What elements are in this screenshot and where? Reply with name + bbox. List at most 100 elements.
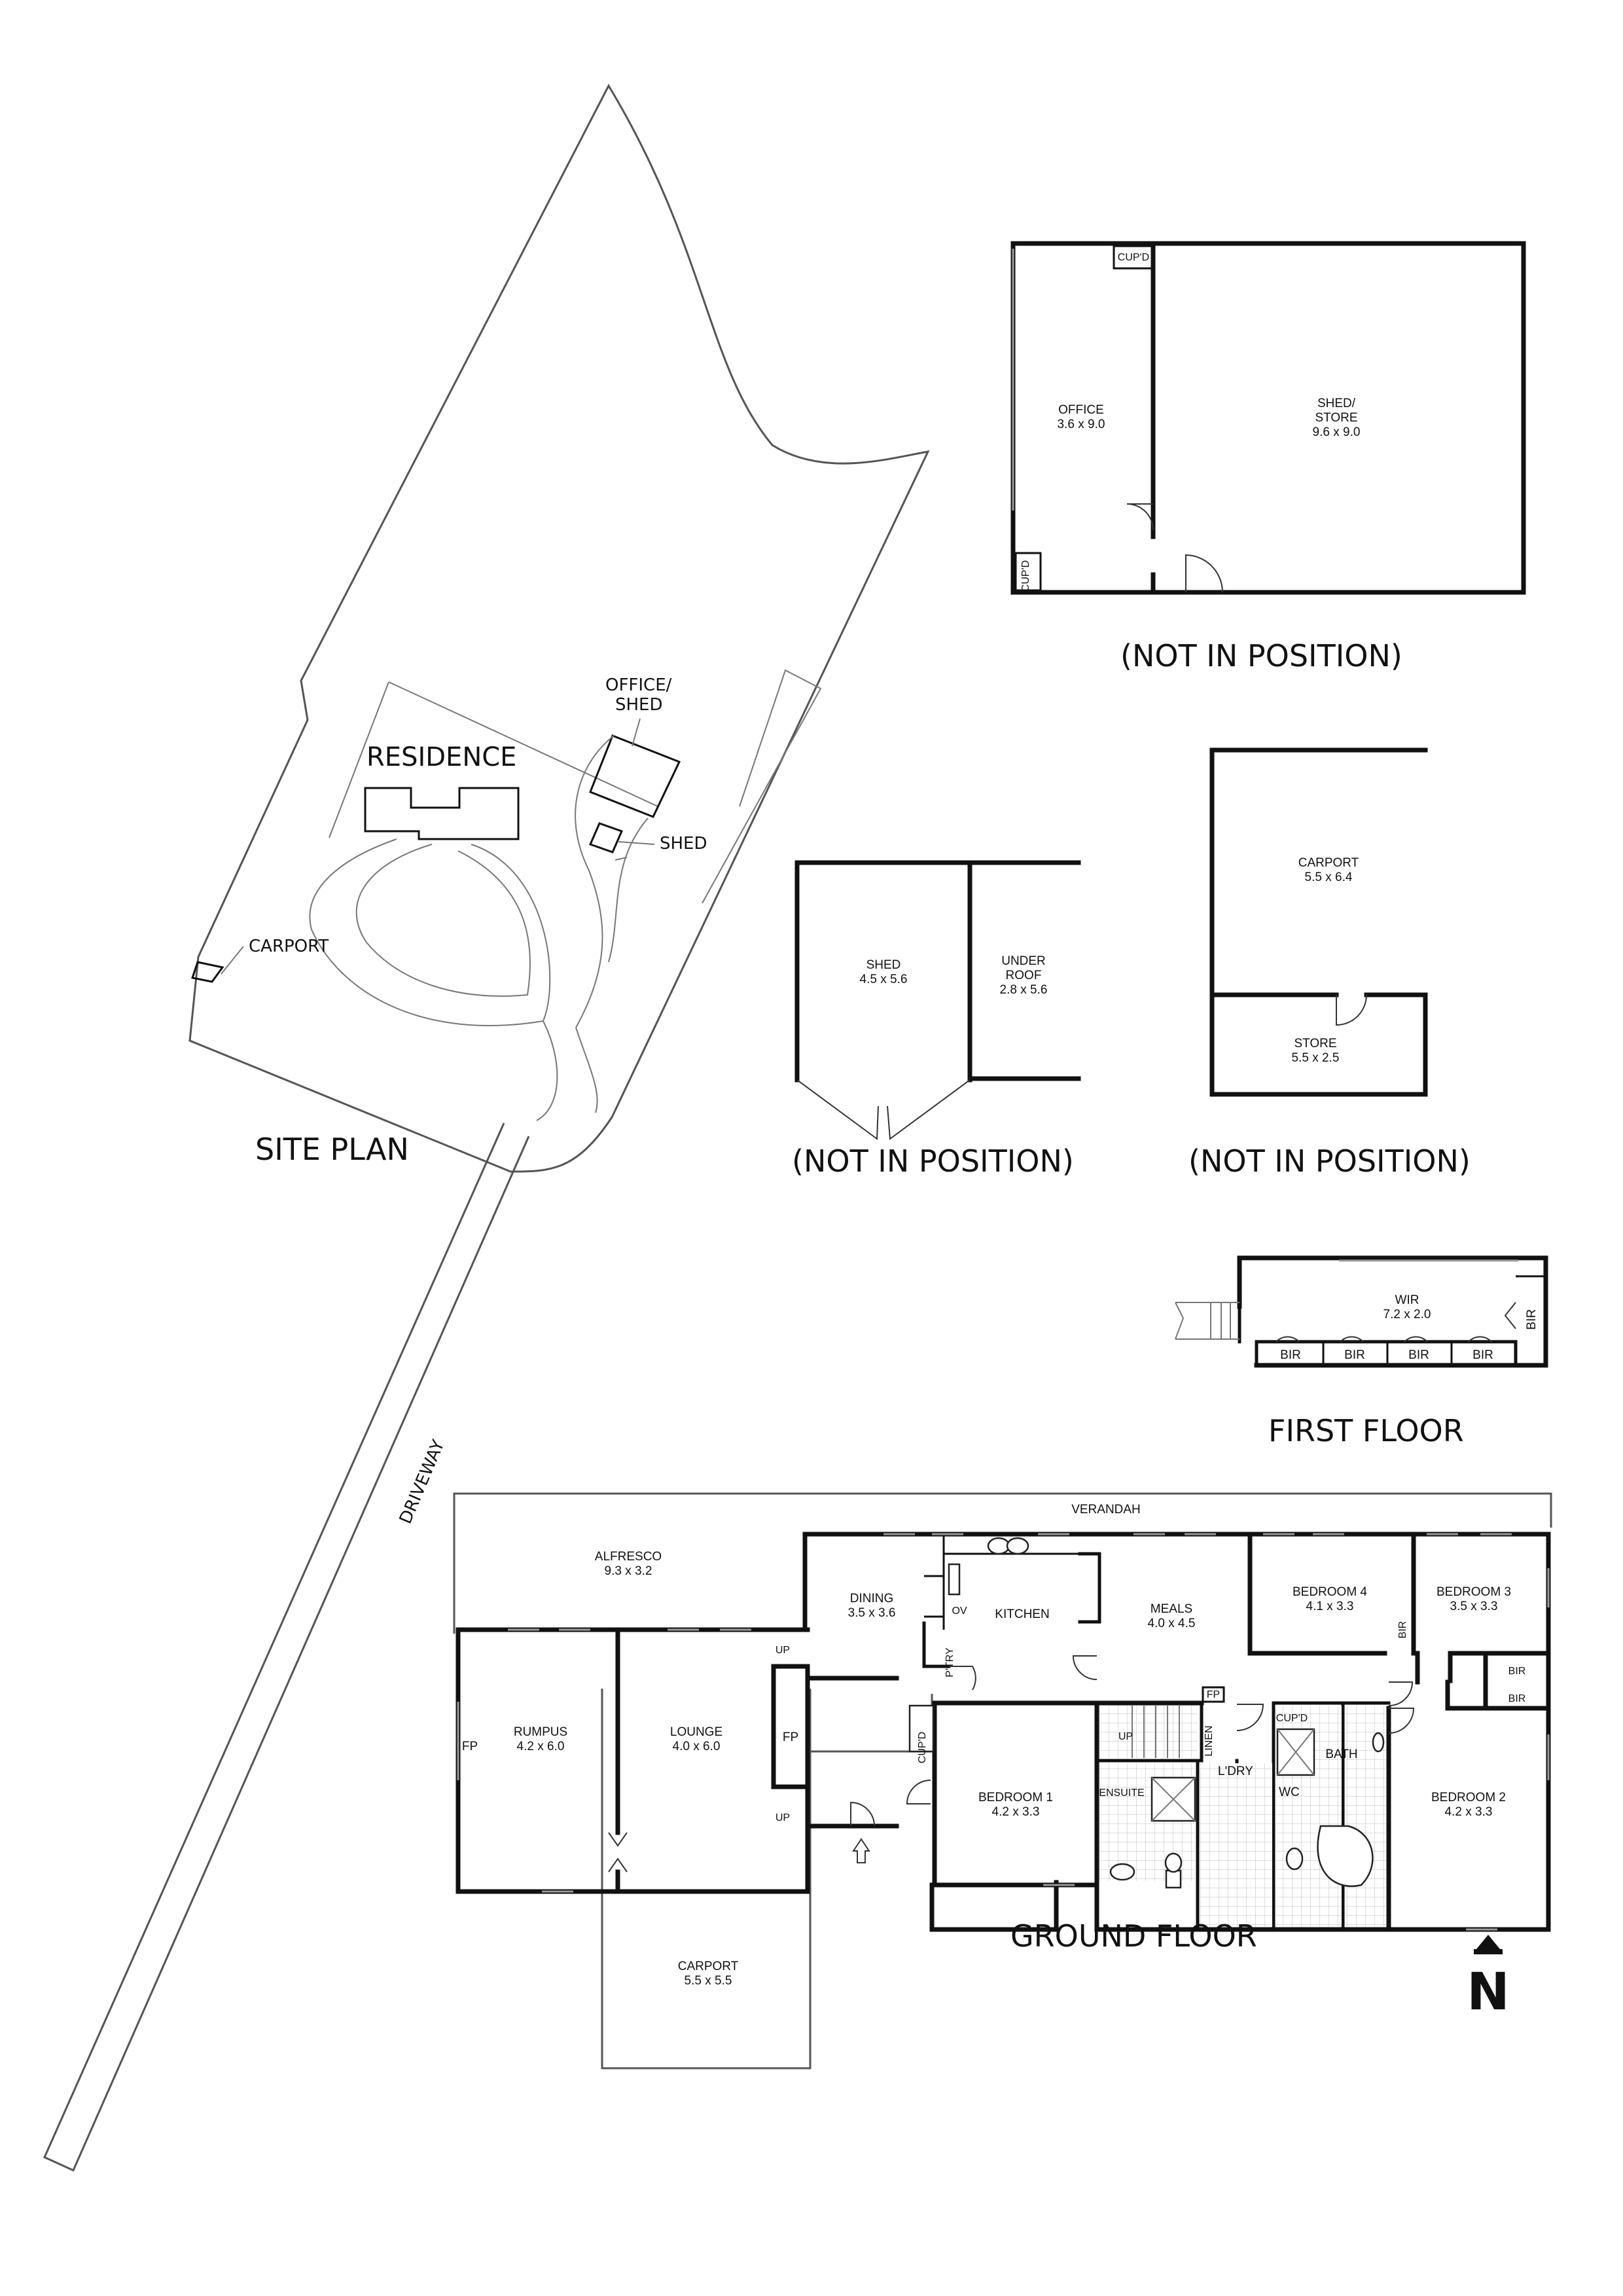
- carport-dims: 5.5 x 6.4: [1305, 870, 1353, 884]
- verandah-label: VERANDAH: [1071, 1503, 1141, 1516]
- bir-2: BIR: [1344, 1348, 1365, 1362]
- first-floor-stair-wall: [1238, 1304, 1258, 1367]
- bath-shower-drain: [1277, 1729, 1315, 1776]
- hall-cupd-box: [908, 1704, 935, 1753]
- cupd-top-box: [1113, 245, 1154, 270]
- stair-break: [1175, 1302, 1185, 1340]
- bir-bed3-b-label: BIR: [1508, 1693, 1526, 1704]
- entry-door: [850, 1801, 875, 1827]
- bir-side: BIR: [1525, 1309, 1539, 1330]
- shed-plan: SHED 4.5 x 5.6 UNDER ROOF 2.8 x 5.6 (NOT…: [792, 860, 1081, 1179]
- lounge-name: LOUNGE: [670, 1725, 722, 1739]
- bir-row-top: [1255, 1340, 1518, 1367]
- north-arrow: N: [1467, 1935, 1510, 2022]
- shed-walls-left: [794, 860, 1081, 1083]
- shed-note: (NOT IN POSITION): [792, 1143, 1074, 1179]
- site-shed-footprint: [588, 822, 624, 853]
- carport-note: (NOT IN POSITION): [1188, 1143, 1471, 1179]
- shed-store-name-line2: STORE: [1315, 411, 1357, 425]
- up-label-2: UP: [776, 1812, 790, 1823]
- bedroom4-name: BEDROOM 4: [1293, 1585, 1367, 1599]
- site-office-footprint: [589, 734, 681, 818]
- shed-leader: [615, 841, 655, 861]
- pantry-label: P'TRY: [944, 1647, 955, 1677]
- bedroom3-closets: [1415, 1651, 1551, 1685]
- bir-1: BIR: [1280, 1348, 1301, 1362]
- shed-label: SHED: [660, 834, 707, 853]
- bed3-door: [1388, 1681, 1414, 1706]
- shed-door-swing: [1185, 554, 1223, 593]
- ensuite-toilet-bowl: [1164, 1852, 1183, 1873]
- drive-join: [536, 1020, 598, 1121]
- cupd-top-label: CUP'D: [1118, 252, 1149, 263]
- sliding-doors-lounge: [608, 1832, 628, 1873]
- dining-name: DINING: [850, 1592, 894, 1605]
- property-boundary: [188, 83, 930, 1173]
- bed4-door: [1072, 1655, 1097, 1680]
- dining-dims: 3.5 x 3.6: [848, 1606, 896, 1620]
- wir-dims: 7.2 x 2.0: [1383, 1308, 1431, 1321]
- carport-leader: [221, 946, 244, 975]
- office-shed-note: (NOT IN POSITION): [1120, 638, 1402, 673]
- windows: [457, 1533, 1550, 1931]
- ground-floor-title: GROUND FLOOR: [1010, 1918, 1257, 1954]
- meals-name: MEALS: [1150, 1602, 1192, 1616]
- wet-area-outer: [1094, 1700, 1204, 1932]
- fp-lounge-and-hall-walls: [771, 1664, 899, 1851]
- office-shed-label-line1: OFFICE/: [605, 675, 672, 695]
- bir-dividers: [1322, 1342, 1453, 1365]
- ground-carport-name: CARPORT: [678, 1960, 739, 1973]
- carport-walls: [1209, 747, 1428, 1097]
- ensuite-label: ENSUITE: [1099, 1787, 1144, 1799]
- meals-dims: 4.0 x 4.5: [1148, 1617, 1196, 1630]
- rumpus-lounge-walls: [455, 1627, 810, 1894]
- fp-rumpus: FP: [462, 1740, 478, 1753]
- bir-4: BIR: [1472, 1348, 1493, 1362]
- carport-name: CARPORT: [1298, 856, 1359, 870]
- yard-fence: [329, 669, 822, 904]
- office-name: OFFICE: [1058, 403, 1104, 417]
- driveway-strip: [43, 1122, 530, 2172]
- bath-walls: [1272, 1701, 1391, 1931]
- first-floor-walls: [1237, 1255, 1548, 1368]
- residence-footprint: [364, 787, 520, 840]
- cooktop: [948, 1563, 961, 1596]
- bedroom1-dims: 4.2 x 3.3: [992, 1805, 1040, 1819]
- north-arrow-icon: [1476, 1935, 1500, 1949]
- bir-doors: [1275, 1336, 1492, 1342]
- store-door-swing: [1336, 994, 1367, 1026]
- bir-bed3-walls: [1445, 1651, 1551, 1711]
- shed-store-dims: 9.6 x 9.0: [1313, 425, 1361, 439]
- driveway-label: DRIVEWAY: [396, 1437, 449, 1527]
- verandah-outline: [453, 1492, 1552, 1634]
- bedroom3-name: BEDROOM 3: [1436, 1585, 1511, 1599]
- shed-store-name-line1: SHED/: [1317, 397, 1356, 410]
- hall-cupd-label: CUP'D: [917, 1732, 928, 1763]
- bed1-door: [906, 1780, 931, 1804]
- residence-label: RESIDENCE: [366, 742, 516, 772]
- ensuite-shower-drain: [1151, 1777, 1196, 1821]
- bedroom1-name: BEDROOM 1: [978, 1791, 1053, 1804]
- bedroom2-dims: 4.2 x 3.3: [1445, 1805, 1493, 1819]
- first-floor-title: FIRST FLOOR: [1268, 1413, 1464, 1448]
- bir-bed4-label: BIR: [1397, 1621, 1408, 1639]
- bedroom3-dims: 3.5 x 3.3: [1450, 1600, 1498, 1613]
- kitchen-sink-2: [1006, 1537, 1029, 1555]
- shed-name: SHED: [866, 958, 901, 972]
- fp-meals: FP: [1207, 1689, 1220, 1700]
- cupd-bottom-box: [1014, 552, 1042, 592]
- site-plan-title: SITE PLAN: [255, 1132, 409, 1167]
- bath-label: BATH: [1325, 1748, 1357, 1761]
- side-drive: [575, 735, 649, 1028]
- fp-meals-box: [1202, 1686, 1225, 1703]
- pantry-door: [949, 1666, 976, 1691]
- entry-arrow-icon: [852, 1838, 870, 1863]
- laundry-door: [1236, 1704, 1264, 1731]
- office-leader: [632, 718, 641, 747]
- bir-side-door: [1504, 1302, 1516, 1329]
- alfresco-name: ALFRESCO: [595, 1550, 662, 1564]
- store-dims: 5.5 x 2.5: [1292, 1051, 1340, 1065]
- oven-label: OV: [952, 1605, 967, 1617]
- stair-enclosure: [1095, 1701, 1204, 1763]
